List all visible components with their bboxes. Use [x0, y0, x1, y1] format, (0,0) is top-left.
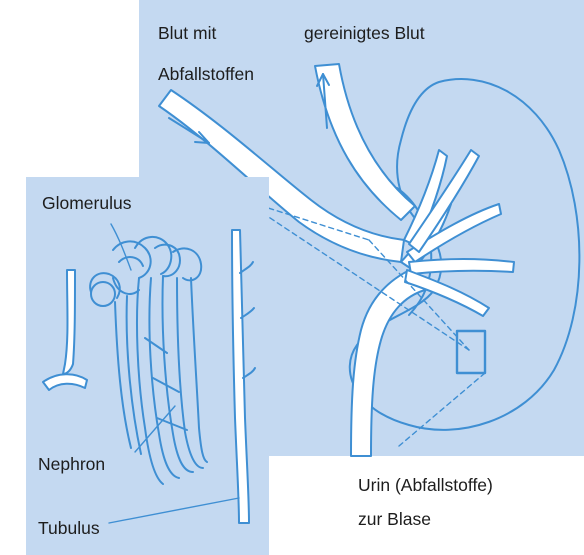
label-nephron: Nephron — [38, 453, 105, 475]
label-glomerulus: Glomerulus — [42, 192, 131, 214]
nephron-loops — [115, 276, 207, 484]
glomerulus-knot — [90, 237, 201, 306]
label-urine-line2: zur Blase — [358, 508, 431, 530]
nephron-panel — [27, 178, 268, 555]
label-blood-out: gereinigtes Blut — [304, 22, 425, 44]
label-tubulus: Tubulus — [38, 517, 100, 539]
ureter — [351, 268, 425, 456]
zoom-box — [457, 331, 485, 373]
label-blood-in-line1: Blut mit — [158, 22, 216, 44]
nephron-illustration — [27, 178, 268, 555]
label-blood-in-line2: Abfallstoffen — [158, 63, 254, 85]
label-urine-line1: Urin (Abfallstoffe) — [358, 474, 493, 496]
